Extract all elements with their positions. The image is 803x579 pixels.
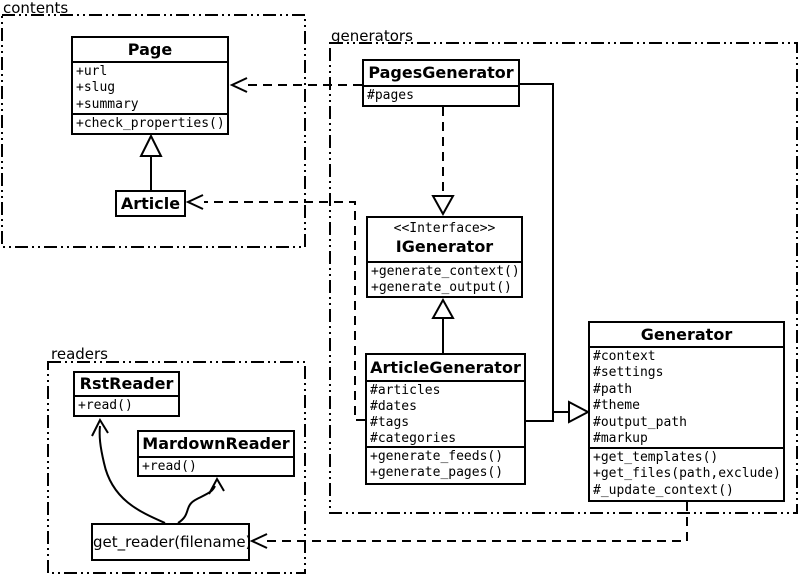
class-igenerator-header: <<Interface>> IGenerator (368, 218, 521, 261)
class-articlegenerator-name: ArticleGenerator (370, 358, 521, 377)
attribute: #context (593, 349, 656, 364)
method: +read() (142, 459, 197, 474)
method: +generate_feeds() (370, 449, 504, 464)
attribute: #markup (593, 431, 648, 447)
class-igenerator-name: IGenerator (395, 237, 494, 256)
class-pagesgenerator-attributes: #pages (364, 85, 518, 105)
attribute: +url (76, 64, 108, 79)
attribute: +slug (76, 80, 116, 96)
attribute: #dates (370, 399, 417, 414)
edge-getreader-to-rstreader (98, 425, 166, 524)
method: +get_templates() (593, 450, 719, 465)
open-arrowhead-icon (91, 417, 109, 437)
class-rstreader: RstReader +read() (73, 371, 180, 417)
attribute: #settings (593, 365, 664, 381)
inheritance-triangle-icon (568, 400, 591, 424)
edge-pagesgenerator-to-generator (520, 83, 554, 422)
inheritance-triangle-icon (431, 297, 455, 319)
class-page-methods: +check_properties() (73, 113, 227, 133)
class-generator-attributes: #context #settings #path #theme #output_… (590, 346, 783, 447)
class-page-name: Page (127, 40, 173, 59)
class-rstreader-methods: +read() (75, 395, 178, 415)
class-igenerator: <<Interface>> IGenerator +generate_conte… (366, 216, 523, 298)
class-igenerator-methods: +generate_context() +generate_output() (368, 261, 521, 296)
package-readers-border (47, 361, 306, 574)
class-rstreader-name: RstReader (79, 374, 174, 393)
method: +generate_context() (371, 264, 520, 279)
class-generator: Generator #context #settings #path #them… (588, 321, 785, 502)
attribute: #path (593, 381, 633, 397)
attribute: #pages (367, 88, 414, 103)
attribute: #tags (370, 415, 410, 430)
function-get-reader-label: get_reader(filename) (93, 533, 252, 551)
method: +read() (78, 398, 133, 413)
attribute: #articles (370, 383, 441, 398)
attribute: #output_path (593, 414, 687, 430)
method: +get_files(path,exclude) (593, 466, 781, 482)
class-article: Article (115, 190, 186, 217)
class-mardownreader-methods: +read() (139, 456, 293, 475)
method: #_update_context() (593, 482, 734, 498)
attribute: #categories (370, 431, 457, 446)
class-articlegenerator: ArticleGenerator #articles #dates #tags … (365, 353, 526, 485)
class-pagesgenerator-name: PagesGenerator (368, 63, 514, 82)
package-label-readers: readers (51, 345, 108, 363)
open-arrowhead-icon (208, 476, 225, 495)
realization-triangle-icon (431, 195, 455, 217)
class-mardownreader: MardownReader +read() (137, 430, 295, 477)
package-label-generators: generators (331, 27, 413, 45)
package-contents-border (1, 14, 306, 248)
method: +generate_pages() (370, 465, 504, 481)
edge-articlegenerator-to-article (204, 201, 365, 421)
class-mardownreader-name: MardownReader (142, 434, 290, 453)
package-label-contents: contents (3, 0, 69, 17)
open-arrowhead-icon (249, 533, 268, 549)
class-pagesgenerator: PagesGenerator #pages (362, 59, 520, 107)
class-article-name: Article (120, 194, 181, 213)
class-articlegenerator-attributes: #articles #dates #tags #categories (367, 380, 524, 446)
class-igenerator-stereotype: <<Interface>> (393, 221, 496, 236)
class-articlegenerator-methods: +generate_feeds() +generate_pages() (367, 446, 524, 481)
method: +check_properties() (76, 116, 225, 131)
class-page-attributes: +url +slug +summary (73, 61, 227, 113)
open-arrowhead-icon (229, 77, 248, 93)
class-page: Page +url +slug +summary +check_properti… (71, 36, 229, 135)
package-generators-border (329, 42, 798, 514)
edge-generator-to-getreader (265, 502, 688, 542)
open-arrowhead-icon (185, 194, 204, 210)
class-generator-name: Generator (640, 325, 733, 344)
attribute: +summary (76, 96, 139, 112)
inheritance-triangle-icon (139, 133, 163, 157)
function-get-reader: get_reader(filename) (91, 523, 252, 561)
attribute: #theme (593, 398, 640, 414)
method: +generate_output() (371, 280, 512, 296)
class-generator-methods: +get_templates() +get_files(path,exclude… (590, 447, 783, 500)
